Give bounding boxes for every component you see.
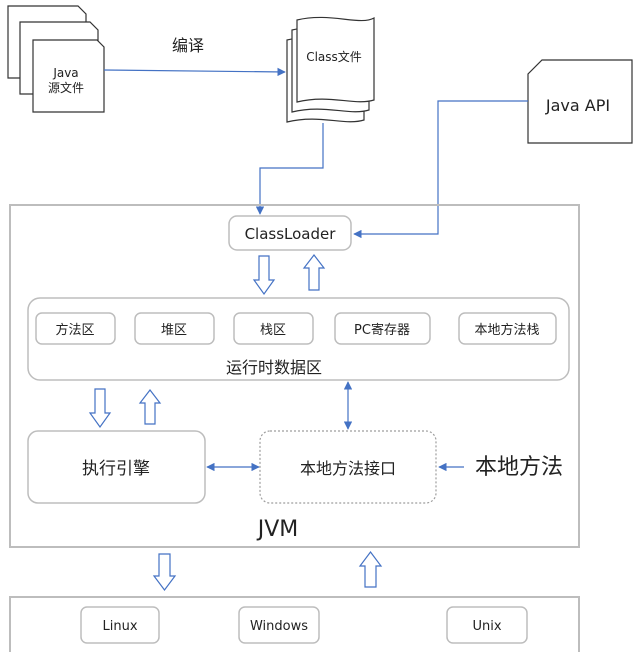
engine-up-arrow xyxy=(138,389,162,425)
java-source-label-2: 源文件 xyxy=(48,80,84,95)
runtime-up-arrow xyxy=(302,254,326,291)
api-to-loader-connector xyxy=(353,100,528,239)
linux-box xyxy=(80,606,160,644)
method-area-label: 方法区 xyxy=(55,322,94,338)
heap-box xyxy=(134,312,215,345)
stack-box xyxy=(233,312,314,345)
os-container xyxy=(9,596,580,652)
class-files: Class文件 xyxy=(286,16,375,123)
unix-label: Unix xyxy=(472,619,501,634)
compile-arrow xyxy=(103,67,286,77)
memory-regions: 方法区 堆区 栈区 PC寄存器 本地方法栈 xyxy=(35,312,557,345)
jvm-label: JVM xyxy=(256,517,299,542)
execution-engine-box xyxy=(27,430,206,504)
loader-down-arrow xyxy=(252,255,276,296)
java-api-doc: Java API xyxy=(527,59,633,144)
jvm-down-arrow xyxy=(152,553,177,591)
windows-box xyxy=(238,606,320,644)
pc-register-box xyxy=(334,312,431,345)
method-area-box xyxy=(35,312,116,345)
native-method-label: 本地方法 xyxy=(475,455,563,480)
class-loader-box xyxy=(228,215,352,251)
java-source-label-1: Java xyxy=(52,66,78,80)
compile-label: 编译 xyxy=(172,36,204,55)
unix-box xyxy=(446,606,528,644)
execution-engine-label: 执行引擎 xyxy=(82,459,150,479)
class-file-label: Class文件 xyxy=(306,49,362,64)
pc-register-label: PC寄存器 xyxy=(354,322,410,338)
heap-label: 堆区 xyxy=(161,323,187,338)
runtime-down-arrow xyxy=(88,388,112,429)
native-interface-box xyxy=(259,430,437,504)
runtime-data-area-label: 运行时数据区 xyxy=(226,358,322,377)
stack-label: 栈区 xyxy=(260,323,286,338)
class-to-loader-connector xyxy=(255,123,324,215)
os-up-arrow xyxy=(358,551,383,588)
class-loader-label: ClassLoader xyxy=(245,225,337,243)
jvm-container xyxy=(9,204,580,548)
windows-label: Windows xyxy=(250,619,308,634)
java-source-files: Java 源文件 xyxy=(7,5,105,113)
native-method-stack-box xyxy=(458,312,557,345)
native-interface-label: 本地方法接口 xyxy=(300,459,396,478)
native-method-stack-label: 本地方法栈 xyxy=(474,322,539,338)
java-api-label: Java API xyxy=(545,96,610,115)
linux-label: Linux xyxy=(102,619,137,634)
